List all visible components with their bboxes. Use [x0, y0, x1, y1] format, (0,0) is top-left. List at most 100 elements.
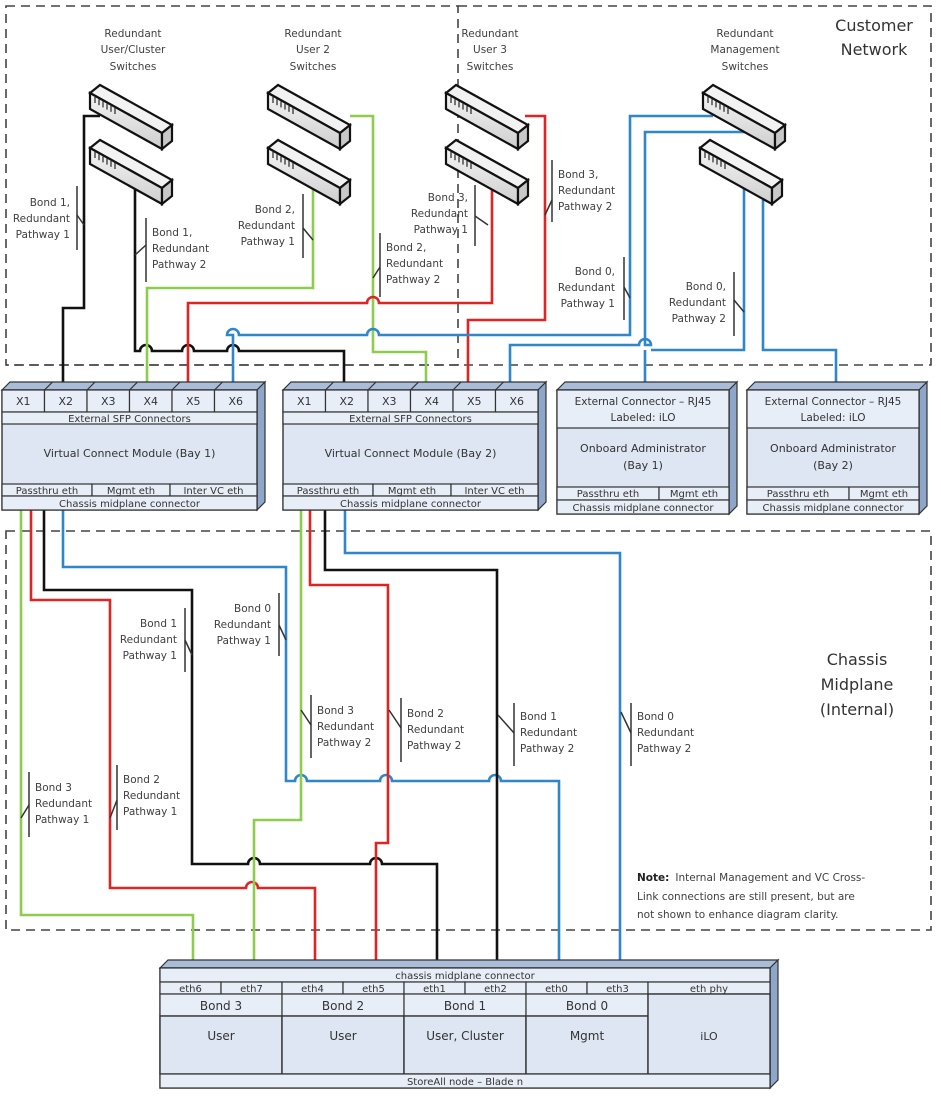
svg-text:(Internal): (Internal): [820, 700, 894, 719]
svg-text:Bond 1: Bond 1: [520, 711, 557, 723]
svg-text:Redundant: Redundant: [13, 213, 70, 225]
module-title: Virtual Connect Module (Bay 1): [44, 447, 216, 460]
blade-footer-label: StoreAll node – Blade n: [407, 1077, 523, 1088]
svg-text:Redundant: Redundant: [317, 721, 374, 733]
svg-text:Redundant: Redundant: [520, 727, 577, 739]
sub-port-label: Passthru eth: [577, 489, 639, 500]
bond0-wire: [508, 130, 745, 405]
svg-text:Bond 2: Bond 2: [123, 774, 160, 786]
svg-text:X4: X4: [424, 395, 439, 408]
network-switch-icon: [266, 83, 352, 152]
svg-text:Pathway 1: Pathway 1: [35, 814, 89, 826]
svg-text:Bond 2: Bond 2: [407, 708, 444, 720]
sfp-port: X3: [86, 389, 131, 413]
midplane-connector-label: Chassis midplane connector: [340, 499, 482, 510]
module-title: Virtual Connect Module (Bay 2): [325, 447, 497, 460]
svg-text:X1: X1: [297, 395, 312, 408]
svg-text:User/Cluster: User/Cluster: [101, 44, 166, 56]
svg-text:Redundant: Redundant: [407, 724, 464, 736]
sfp-port: X3: [367, 389, 412, 413]
bond2-wire: [29, 510, 317, 968]
sub-port-label: Mgmt eth: [388, 486, 436, 497]
svg-text:Pathway 2: Pathway 2: [637, 743, 691, 755]
svg-text:Labeled: iLO: Labeled: iLO: [611, 412, 676, 424]
network-switch-icon: [701, 83, 787, 152]
svg-text:Switches: Switches: [467, 61, 514, 73]
midplane-connector-label: Chassis midplane connector: [573, 503, 715, 514]
pathway-label: Bond 2 Redundant Pathway 1: [109, 765, 180, 830]
network-switch-icon: [444, 83, 530, 152]
svg-text:X4: X4: [143, 395, 158, 408]
network-switch-icon: [698, 138, 784, 207]
svg-text:Bond 0,: Bond 0,: [575, 266, 615, 278]
bond1-wire: [61, 114, 100, 405]
pathway-label: Bond 3, Redundant Pathway 1: [411, 185, 489, 246]
bond2-wire: [145, 188, 315, 405]
chassis-midplane-region: [5, 530, 932, 931]
svg-text:Pathway 2: Pathway 2: [386, 274, 440, 286]
sub-port-label: Inter VC eth: [464, 486, 524, 497]
pathway-label: Bond 1, Redundant Pathway 1: [13, 186, 85, 250]
eth-port-label: eth4: [301, 984, 324, 995]
svg-text:(Bay 1): (Bay 1): [623, 459, 663, 472]
svg-text:Chassis: Chassis: [827, 650, 888, 669]
bond3-wire: [19, 510, 195, 968]
pathway-label: Bond 3, Redundant Pathway 2: [544, 160, 615, 222]
svg-text:Redundant: Redundant: [461, 28, 518, 40]
svg-text:Redundant: Redundant: [386, 258, 443, 270]
eth-port-label: eth7: [240, 984, 263, 995]
svg-text:Pathway 2: Pathway 2: [407, 740, 461, 752]
svg-text:Redundant: Redundant: [716, 28, 773, 40]
network-switch-icon: [266, 138, 352, 207]
svg-text:Bond 3,: Bond 3,: [558, 169, 598, 181]
svg-text:Bond 3: Bond 3: [317, 705, 354, 717]
switch-group-label: Redundant User/Cluster Switches: [101, 28, 166, 73]
svg-text:Bond 0,: Bond 0,: [686, 281, 726, 293]
sfp-connectors-label: External SFP Connectors: [349, 414, 472, 425]
eth-port-label: eth5: [362, 984, 385, 995]
svg-text:Switches: Switches: [110, 61, 157, 73]
svg-text:Note:Internal Management and V: Note:Internal Management and VC Cross-: [637, 872, 865, 884]
midplane-connector-label: Chassis midplane connector: [59, 499, 201, 510]
blade-midplane-label: chassis midplane connector: [395, 971, 535, 982]
svg-text:Redundant: Redundant: [284, 28, 341, 40]
sfp-port: X6: [213, 389, 258, 413]
svg-text:Bond 1: Bond 1: [140, 618, 177, 630]
sfp-port: X6: [494, 389, 539, 413]
svg-text:Pathway 1: Pathway 1: [123, 650, 177, 662]
sfp-port: X2: [324, 389, 369, 413]
pathway-label: Bond 1 Redundant Pathway 2: [497, 703, 577, 766]
svg-text:Management: Management: [710, 44, 779, 56]
svg-text:Midplane: Midplane: [821, 675, 894, 694]
bond3-wire: [466, 114, 547, 405]
pathway-label: Bond 2, Redundant Pathway 1: [238, 194, 314, 258]
switch-group-label: Redundant User 3 Switches: [461, 28, 518, 73]
module-title: Onboard Administrator: [770, 442, 896, 455]
svg-text:(Bay 2): (Bay 2): [813, 459, 853, 472]
svg-text:Pathway 1: Pathway 1: [16, 229, 70, 241]
bond3-wire: [252, 510, 303, 968]
svg-text:Redundant: Redundant: [558, 282, 615, 294]
pathway-label: Bond 0, Redundant Pathway 1: [558, 257, 631, 320]
svg-text:Redundant: Redundant: [669, 297, 726, 309]
svg-text:Switches: Switches: [290, 61, 337, 73]
pathway-label: Bond 0, Redundant Pathway 2: [669, 272, 745, 336]
bond-role: User: [329, 1029, 356, 1043]
svg-text:Pathway 2: Pathway 2: [558, 201, 612, 213]
svg-text:Bond 1,: Bond 1,: [152, 227, 192, 239]
network-switch-icon: [444, 138, 530, 207]
sfp-port: X5: [452, 389, 497, 413]
customer-network-region: [5, 5, 459, 366]
svg-text:not shown to enhance diagram c: not shown to enhance diagram clarity.: [637, 909, 839, 921]
bond0-wire: [343, 510, 622, 968]
svg-text:Pathway 2: Pathway 2: [317, 737, 371, 749]
eth-port-label: eth phy: [690, 984, 728, 995]
svg-text:X2: X2: [58, 395, 73, 408]
